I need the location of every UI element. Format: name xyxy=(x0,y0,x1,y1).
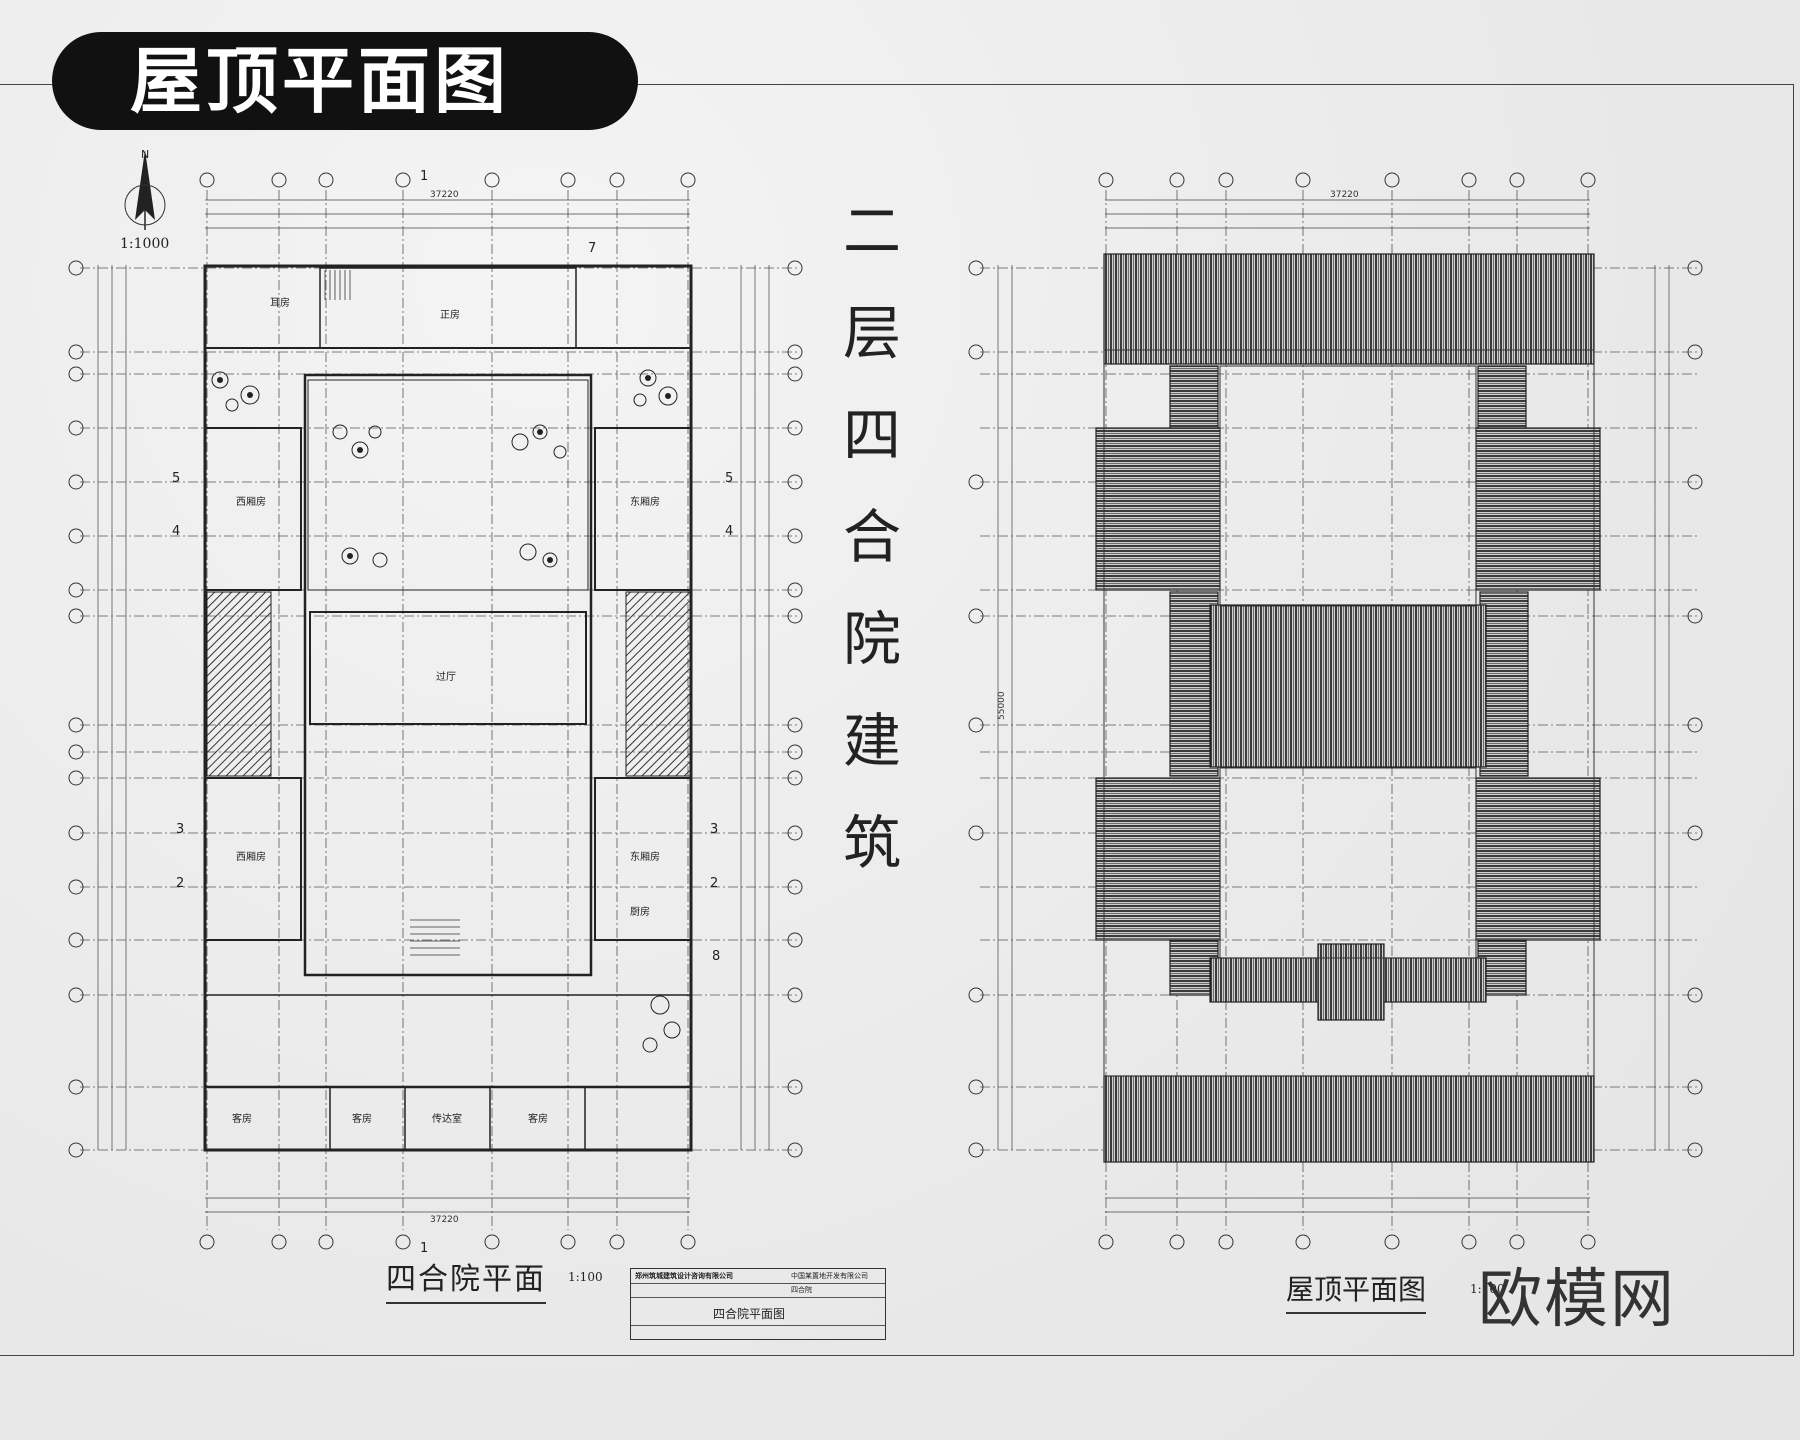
title-block-client: 中国某置地开发有限公司 xyxy=(791,1272,868,1280)
roof-west-wing-north xyxy=(1095,427,1221,591)
tree-symbols xyxy=(211,369,681,1053)
room-label-guest-1: 客房 xyxy=(232,1112,252,1125)
room-label-guard-room: 传达室 xyxy=(432,1112,462,1125)
section-mark-2-right: 2 xyxy=(710,876,718,891)
page-title-badge: 屋顶平面图 xyxy=(52,32,638,130)
roof-plan-caption: 屋顶平面图 xyxy=(1286,1268,1427,1314)
roof-tiles xyxy=(1095,253,1601,1163)
bottom-dimension-total: 37220 xyxy=(430,1215,459,1225)
grid-axis-columns xyxy=(206,190,689,1230)
section-mark-1-top: 1 xyxy=(420,169,428,184)
roof-top-dimension-total: 37220 xyxy=(1330,190,1359,200)
section-mark-3-left: 3 xyxy=(176,822,184,837)
title-block-drawing-name: 四合院平面图 xyxy=(713,1307,786,1321)
section-mark-4-left: 4 xyxy=(172,524,180,539)
room-label-west-wing-north: 西厢房 xyxy=(236,495,266,508)
room-label-guest-3: 客房 xyxy=(528,1112,548,1125)
roof-west-wing-south xyxy=(1095,777,1221,941)
section-mark-5-left: 5 xyxy=(172,471,180,486)
roof-dimension-lines xyxy=(997,199,1670,1213)
roof-hall xyxy=(1209,604,1487,768)
building-walls xyxy=(203,264,693,1152)
roof-south-house xyxy=(1103,1075,1595,1163)
section-mark-2-left: 2 xyxy=(176,876,184,891)
vertical-title: 二层四合院建筑 xyxy=(842,197,901,877)
section-mark-8: 8 xyxy=(712,949,720,964)
west-garden-hatch xyxy=(206,591,272,777)
roof-east-wing-north xyxy=(1475,427,1601,591)
roof-east-link-north xyxy=(1477,365,1527,429)
section-marks: 1 1 5 5 4 4 3 3 2 2 7 8 xyxy=(172,169,733,1256)
roof-west-link-north xyxy=(1169,365,1219,429)
east-garden-hatch xyxy=(625,591,691,777)
room-label-east-wing-south: 东厢房 xyxy=(630,850,660,863)
room-label-guest-2: 客房 xyxy=(352,1112,372,1125)
title-block: 郑州筑城建筑设计咨询有限公司 中国某置地开发有限公司 四合院 四合院平面图 xyxy=(630,1268,886,1340)
roof-grid-columns xyxy=(1105,190,1589,1230)
room-label-kitchen: 厨房 xyxy=(630,905,650,918)
title-block-company: 郑州筑城建筑设计咨询有限公司 xyxy=(635,1272,733,1280)
room-label-east-wing-north: 东厢房 xyxy=(630,495,660,508)
roof-plan-drawing: 37220 55000 xyxy=(968,172,1703,1250)
section-mark-4-right: 4 xyxy=(725,524,733,539)
north-label: N xyxy=(141,148,149,161)
section-mark-5-right: 5 xyxy=(725,471,733,486)
roof-gate xyxy=(1317,943,1385,1021)
floor-plan-scale: 1:100 xyxy=(568,1270,603,1284)
brand-logo: 欧模网 xyxy=(1478,1263,1676,1337)
room-label-main-room: 正房 xyxy=(440,308,460,321)
room-label-hall: 过厅 xyxy=(436,670,456,683)
stair-symbols xyxy=(324,270,460,956)
tree-dots xyxy=(217,375,671,563)
roof-east-corridor xyxy=(1479,591,1529,777)
roof-plan-scale: 1:100 xyxy=(1470,1282,1505,1296)
dimension-lines xyxy=(97,199,770,1213)
room-label-ear-room: 耳房 xyxy=(270,296,290,309)
grid-bubbles-side xyxy=(68,260,803,1158)
roof-grid-bubbles xyxy=(968,172,1703,1250)
north-scale-label: 1:1000 xyxy=(120,236,170,252)
courtyard-floor-plan: N xyxy=(68,148,803,1256)
roof-east-wing-south xyxy=(1475,777,1601,941)
section-mark-7: 7 xyxy=(588,241,596,256)
roof-side-dimension-total: 55000 xyxy=(997,691,1007,720)
section-mark-3-right: 3 xyxy=(710,822,718,837)
roof-outline xyxy=(1103,349,1595,1077)
room-label-west-wing-south: 西厢房 xyxy=(236,850,266,863)
title-block-project: 四合院 xyxy=(791,1286,812,1294)
grid-bubbles-top xyxy=(199,172,696,1250)
drawing-sheet-frame xyxy=(0,84,1794,1356)
section-mark-1-bottom: 1 xyxy=(420,1241,428,1256)
north-arrow-icon: N xyxy=(124,148,166,230)
top-dimension-total: 37220 xyxy=(430,190,459,200)
floor-plan-caption: 四合院平面 xyxy=(386,1254,546,1304)
roof-main-house xyxy=(1103,253,1595,365)
